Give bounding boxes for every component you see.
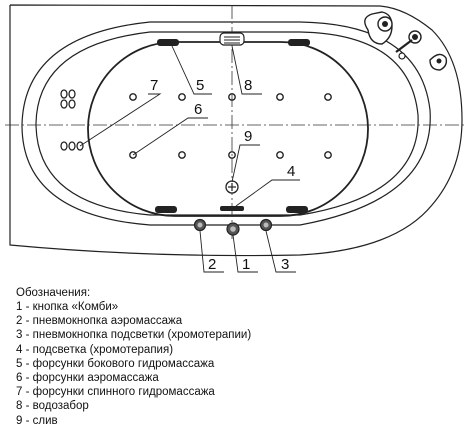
callout-6: 6 (194, 101, 202, 118)
callout-5: 5 (196, 77, 204, 94)
side-jet-top-left (157, 39, 179, 46)
faucet-mixer (364, 11, 393, 45)
air-jet (276, 93, 284, 101)
side-jet-bottom-right (286, 206, 308, 213)
air-jet (324, 151, 332, 159)
legend-item: 3 - пневмокнопка подсветки (хромотерапии… (16, 329, 252, 342)
leader-5 (171, 45, 212, 95)
back-jet (68, 99, 76, 109)
legend-title: Обозначения: (16, 287, 91, 299)
legend-list: 1 - кнопка «Комби» 2 - пневмокнопка аэро… (16, 300, 456, 428)
callout-4: 4 (287, 163, 295, 180)
bathtub-diagram: 5 8 7 6 9 4 2 1 3 (5, 4, 465, 273)
headrest-light (220, 206, 244, 211)
hand-shower (429, 53, 448, 71)
faucet-valve (395, 30, 422, 60)
back-jet (60, 141, 68, 151)
legend-item: 6 - форсунки аэромассажа (16, 372, 159, 385)
air-jet (228, 151, 236, 159)
tub-rim-outline (21, 21, 431, 226)
button-aero (193, 218, 207, 232)
button-light (259, 218, 273, 232)
legend-item: 1 - кнопка «Комби» (16, 301, 119, 313)
tub-inner-rim (35, 31, 419, 216)
drain (225, 180, 239, 194)
leader-3 (265, 230, 296, 273)
back-jet (60, 89, 68, 99)
legend-item: 9 - слив (16, 414, 58, 427)
air-jet (324, 93, 332, 101)
water-intake (219, 32, 245, 46)
legend-item: 8 - водозабор (16, 400, 89, 413)
callout-7: 7 (150, 77, 158, 94)
leader-9 (231, 144, 260, 183)
air-jet (178, 151, 186, 159)
air-jet (228, 93, 236, 101)
callout-8: 8 (244, 77, 252, 94)
leader-8 (231, 45, 262, 95)
back-jet (68, 89, 76, 99)
legend-item: 4 - подсветка (хромотерапия) (16, 343, 174, 356)
back-jet (68, 141, 76, 151)
callout-9: 9 (244, 128, 252, 145)
leader-6 (132, 117, 208, 156)
side-jet-top-right (288, 39, 310, 46)
leader-2 (199, 230, 224, 273)
air-jet (178, 93, 186, 101)
air-jet (129, 151, 137, 159)
button-combi (226, 222, 240, 236)
legend-item: 5 - форсунки бокового гидромассажа (16, 357, 215, 370)
tub-outer-outline (9, 4, 463, 257)
back-jet (60, 99, 68, 109)
legend-item: 2 - пневмокнопка аэромассажа (16, 315, 183, 328)
air-jet (129, 93, 137, 101)
leader-7 (79, 93, 162, 147)
legend: Обозначения: 1 - кнопка «Комби» 2 - пнев… (16, 286, 456, 428)
air-jet (276, 151, 284, 159)
callout-3: 3 (281, 256, 289, 273)
side-jet-bottom-left (155, 206, 177, 213)
leader-1 (232, 234, 258, 273)
back-jet (76, 141, 84, 151)
callout-2: 2 (208, 256, 216, 273)
leader-4 (235, 179, 300, 207)
legend-item: 7 - форсунки спинного гидромассажа (16, 386, 215, 399)
callout-1: 1 (242, 256, 250, 273)
